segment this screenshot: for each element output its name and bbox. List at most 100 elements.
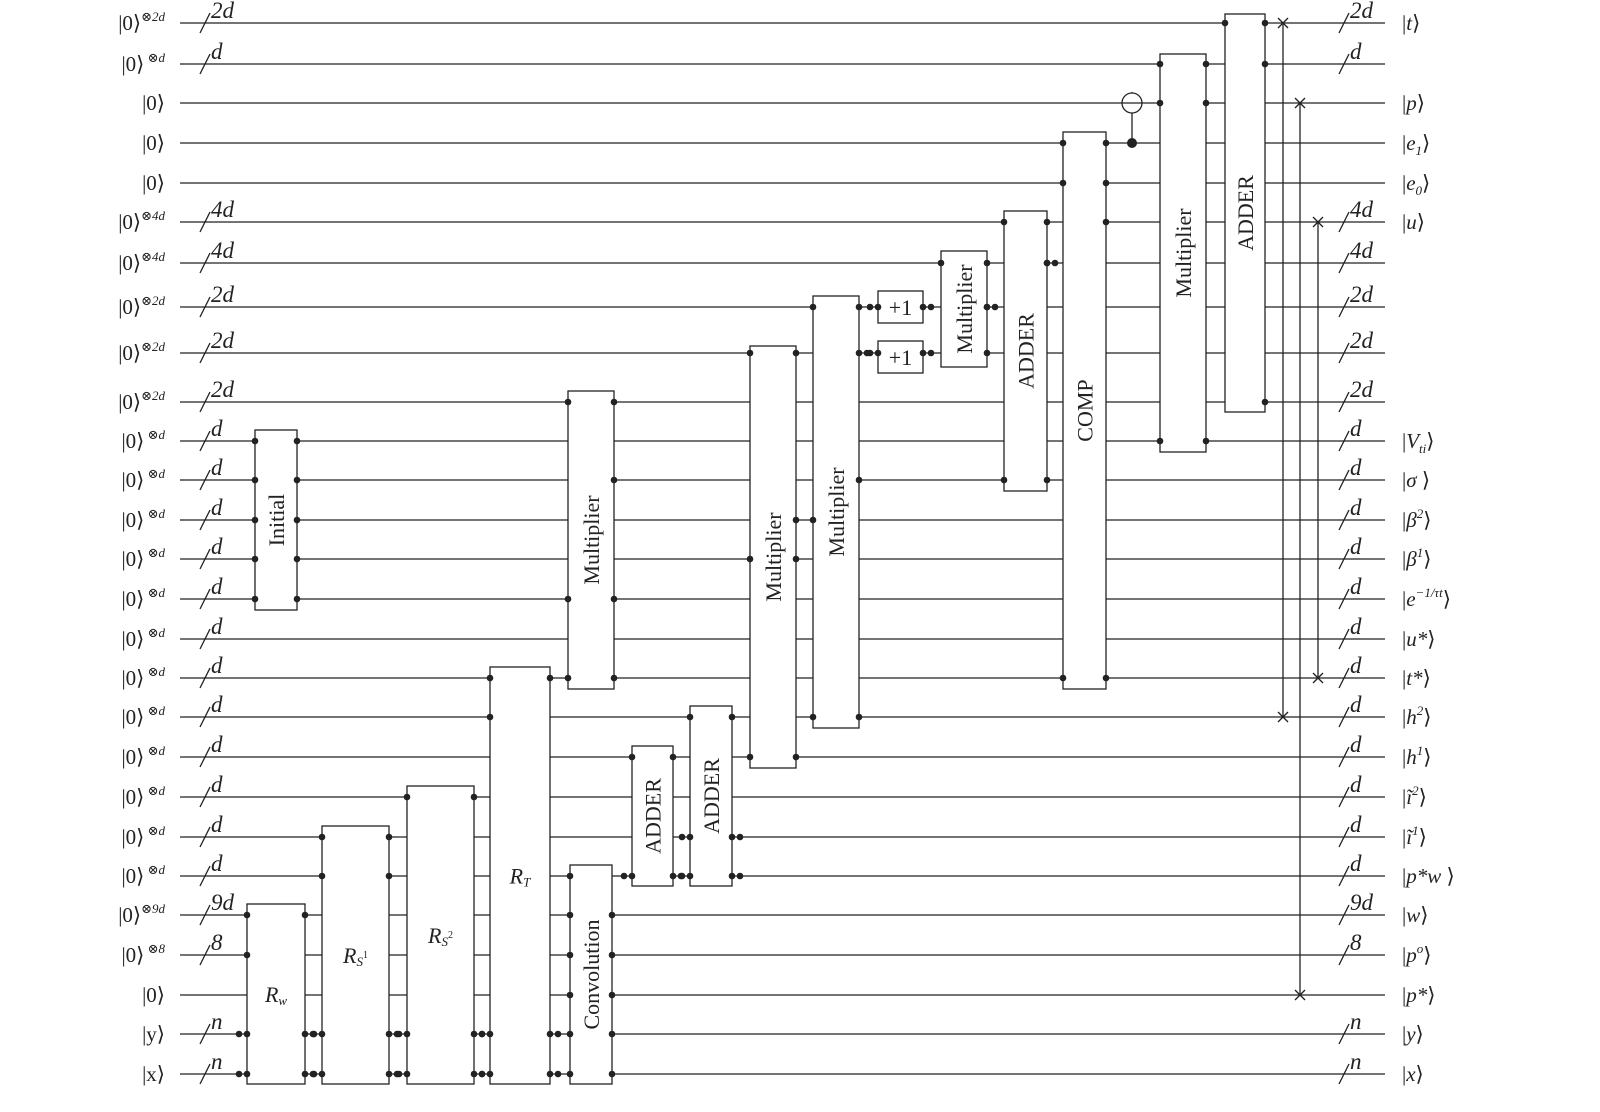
output-label-21: |p*w ⟩ <box>1402 864 1455 888</box>
output-post: ⟩ <box>1416 1062 1424 1086</box>
output-25-slash <box>1338 1023 1350 1045</box>
control-dot <box>1000 218 1008 226</box>
control-dot <box>792 349 800 357</box>
control-dot <box>318 1070 326 1078</box>
input-label-7: |0⟩⊗2d <box>118 293 165 319</box>
convolution-label: Convolution <box>579 919 604 1029</box>
output-post: ⟩ <box>1427 983 1435 1007</box>
input-ket: |0⟩ <box>118 251 141 275</box>
control-dot <box>318 1030 326 1038</box>
cnot-control-dot <box>1127 138 1137 148</box>
input-label-19: |0⟩ ⊗d <box>121 783 165 809</box>
input-label-3: |0⟩ <box>142 131 165 155</box>
input-tensor-power: ⊗4d <box>141 249 165 264</box>
input-tensor-power: ⊗d <box>144 466 165 481</box>
output-post: ⟩ <box>1412 11 1420 35</box>
gate-label-text: COMP <box>1072 379 1097 441</box>
swap-p-x-icon <box>1294 97 1306 109</box>
gate-label-text: R <box>264 982 279 1007</box>
input-tensor-power: ⊗8 <box>144 941 165 956</box>
gate-label-text: Convolution <box>579 919 604 1029</box>
output-label-19: |ĩ2⟩ <box>1402 783 1427 809</box>
control-dot <box>293 595 301 603</box>
control-dot <box>486 1030 494 1038</box>
output-label-2: |p⟩ <box>1402 91 1425 115</box>
gate-label-text: Initial <box>264 494 289 547</box>
initial-label: Initial <box>264 494 289 547</box>
register-labels: 2dd4d4d2d2d2ddddddddddddd9d8nn2dd4d4d2d2… <box>118 0 1455 1086</box>
gate-label-sub: T <box>523 874 531 889</box>
control-dot <box>855 713 863 721</box>
output-pre: | <box>1402 547 1406 571</box>
input-ket: |0⟩ <box>142 983 165 1007</box>
output-sup: 1 <box>1412 823 1419 838</box>
input-label-18: |0⟩ ⊗d <box>121 743 165 769</box>
output-main: y <box>1404 1022 1416 1046</box>
output-post: ⟩ <box>1417 91 1425 115</box>
r-t-gate: RT <box>489 666 551 1085</box>
input-ket: |0⟩ <box>142 131 165 155</box>
output-main: β <box>1405 547 1417 571</box>
output-main: h <box>1406 745 1417 769</box>
input-1-width: d <box>211 39 223 64</box>
multiplier-1-label: Multiplier <box>579 495 604 585</box>
output-sup: 1 <box>1417 545 1424 560</box>
output-18-slash <box>1338 746 1350 768</box>
output-23-width: 8 <box>1350 930 1362 955</box>
control-dot <box>1043 259 1051 267</box>
control-dot <box>1059 674 1067 682</box>
input-15-slash <box>199 628 211 650</box>
output-sup: 2 <box>1417 506 1424 521</box>
input-0-slash <box>199 12 211 34</box>
control-dot <box>991 303 999 311</box>
output-label-14: |e−1/τt⟩ <box>1402 585 1451 611</box>
output-post: ⟩ <box>1420 903 1428 927</box>
input-8-width: 2d <box>211 328 235 353</box>
control-dot <box>385 1070 393 1078</box>
multiplier-3-box <box>812 295 860 729</box>
output-pre: | <box>1402 943 1406 967</box>
output-13-slash <box>1338 548 1350 570</box>
gate-label-text: +1 <box>889 295 912 320</box>
output-main: ĩ <box>1406 825 1414 849</box>
output-21-slash <box>1338 865 1350 887</box>
input-11-width: d <box>211 455 223 480</box>
output-10-slash <box>1338 430 1350 452</box>
input-ket: |0⟩ <box>121 943 144 967</box>
control-dot <box>1156 99 1164 107</box>
input-6-width: 4d <box>211 238 235 263</box>
multiplier-4-box <box>940 250 988 368</box>
control-dot <box>874 303 882 311</box>
input-label-24: |0⟩ <box>142 983 165 1007</box>
input-tensor-power: ⊗d <box>144 506 165 521</box>
input-12-width: d <box>211 495 223 520</box>
control-dot <box>251 555 259 563</box>
control-dot <box>1102 218 1110 226</box>
output-26-width: n <box>1350 1049 1362 1074</box>
control-dot <box>678 872 686 880</box>
control-dot <box>1043 476 1051 484</box>
output-main: e <box>1406 171 1415 195</box>
input-ket: |0⟩ <box>118 11 141 35</box>
control-dot <box>385 1030 393 1038</box>
input-ket: |0⟩ <box>121 547 144 571</box>
output-14-width: d <box>1350 574 1362 599</box>
input-label-11: |0⟩ ⊗d <box>121 466 165 492</box>
control-dot <box>385 872 393 880</box>
output-post: ⟩ <box>1416 1022 1424 1046</box>
gate-label-text: Multiplier <box>761 512 786 602</box>
output-pre: | <box>1402 705 1406 729</box>
plus-one-2-gate: +1 <box>877 340 924 374</box>
input-19-width: d <box>211 772 223 797</box>
control-dot <box>686 833 694 841</box>
input-ket: |0⟩ <box>142 171 165 195</box>
control-dot <box>310 1030 318 1038</box>
input-label-15: |0⟩ ⊗d <box>121 625 165 651</box>
gate-label-sub: S <box>441 934 448 949</box>
control-dot <box>628 872 636 880</box>
input-tensor-power: ⊗9d <box>141 901 165 916</box>
output-main: w <box>1406 903 1420 927</box>
input-label-6: |0⟩⊗4d <box>118 249 165 275</box>
input-ket: |0⟩ <box>142 91 165 115</box>
initial-box <box>254 429 298 611</box>
